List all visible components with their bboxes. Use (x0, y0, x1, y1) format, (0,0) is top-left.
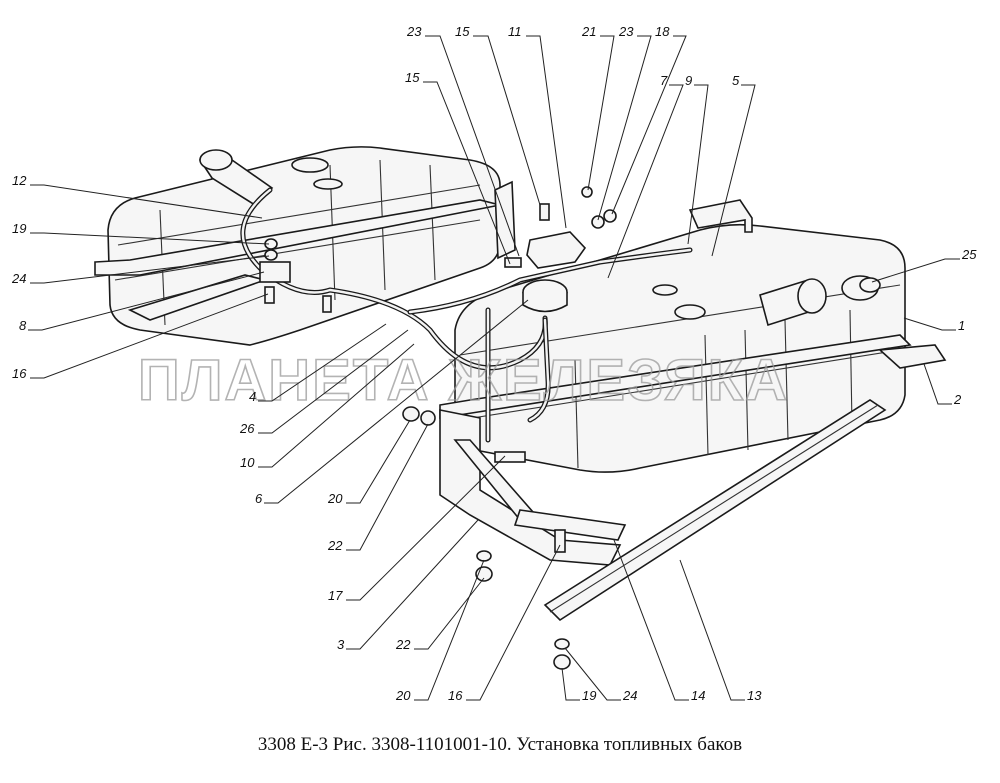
fuel-lines (240, 186, 693, 670)
callout-24-bottom: 24 (622, 688, 637, 703)
watermark-text: ПЛАНЕТА ЖЕЛЕЗЯКА (138, 348, 789, 413)
callout-11: 11 (508, 24, 522, 39)
callout-10: 10 (240, 455, 255, 470)
callout-13: 13 (747, 688, 762, 703)
callout-1: 1 (958, 318, 965, 333)
callout-12: 12 (12, 173, 27, 188)
leader-lines (28, 35, 960, 701)
callout-3: 3 (337, 637, 345, 652)
callout-24-left: 24 (11, 271, 26, 286)
callout-labels: 23 15 11 21 23 18 15 7 9 5 12 19 24 8 16… (11, 24, 977, 703)
callout-17: 17 (328, 588, 343, 603)
callout-6: 6 (255, 491, 263, 506)
callout-22-bottom: 22 (395, 637, 411, 652)
callout-25: 25 (961, 247, 977, 262)
support-bracket (439, 399, 887, 622)
figure-caption: 3308 Е-3 Рис. 3308-1101001-10. Установка… (257, 734, 743, 755)
callout-15-mid: 15 (405, 70, 420, 85)
callout-16-left: 16 (12, 366, 27, 381)
callout-20-bottom: 20 (395, 688, 411, 703)
callout-14: 14 (691, 688, 705, 703)
callout-15-top: 15 (455, 24, 470, 39)
callout-23-top: 23 (406, 24, 422, 39)
callout-4: 4 (249, 389, 256, 404)
left-fuel-tank (94, 146, 516, 346)
callout-21: 21 (581, 24, 596, 39)
callout-26: 26 (239, 421, 255, 436)
callout-19-left: 19 (12, 221, 26, 236)
callout-18: 18 (655, 24, 670, 39)
callout-2: 2 (953, 392, 962, 407)
callout-22-mid: 22 (327, 538, 343, 553)
callout-5: 5 (732, 73, 740, 88)
callout-16-bottom: 16 (448, 688, 463, 703)
callout-23-right: 23 (618, 24, 634, 39)
callout-19-bottom: 19 (582, 688, 596, 703)
callout-8: 8 (19, 318, 27, 333)
callout-20-mid: 20 (327, 491, 343, 506)
right-fuel-tank (439, 199, 947, 473)
callout-9: 9 (685, 73, 692, 88)
callout-7: 7 (660, 73, 668, 88)
